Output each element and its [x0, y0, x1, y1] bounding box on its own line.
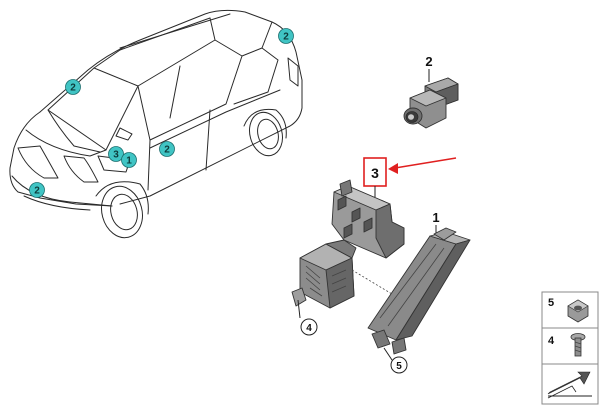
car-marker-cluster: 3 1 — [108, 146, 137, 168]
car-marker-bumper: 2 — [29, 182, 45, 198]
control-unit-part: 1 — [367, 210, 471, 355]
red-arrow-icon — [388, 163, 398, 174]
nut-callout: 5 — [383, 347, 408, 374]
direction-arrow-icon — [547, 371, 592, 399]
control-unit-label: 1 — [432, 210, 439, 225]
car-marker-mirror: 2 — [159, 141, 175, 157]
nut-ref-text: 5 — [396, 361, 402, 372]
highlight-marker: 3 — [363, 157, 457, 200]
marker-text: 3 — [113, 150, 119, 161]
marker-text: 1 — [126, 156, 132, 167]
car-marker-windshield: 2 — [65, 79, 81, 95]
camera-label: 2 — [425, 54, 432, 69]
legend-number: 4 — [548, 335, 555, 347]
legend-number: 5 — [548, 297, 554, 309]
marker-text: 2 — [164, 145, 170, 156]
screw-icon — [570, 333, 586, 357]
hardware-legend: 5 4 — [541, 291, 599, 405]
bolt-ref-text: 4 — [306, 323, 312, 334]
car-marker-roof-rear: 2 — [278, 28, 294, 44]
camera-part: 2 — [403, 54, 459, 129]
bolt-callout: 4 — [297, 299, 318, 336]
marker-text: 2 — [34, 186, 40, 197]
marker-text: 2 — [70, 83, 76, 94]
vehicle-outline — [9, 9, 303, 239]
marker-text: 2 — [283, 32, 289, 43]
bracket-label: 3 — [371, 165, 379, 181]
hex-nut-icon — [567, 299, 589, 323]
bracket-part — [291, 179, 405, 309]
